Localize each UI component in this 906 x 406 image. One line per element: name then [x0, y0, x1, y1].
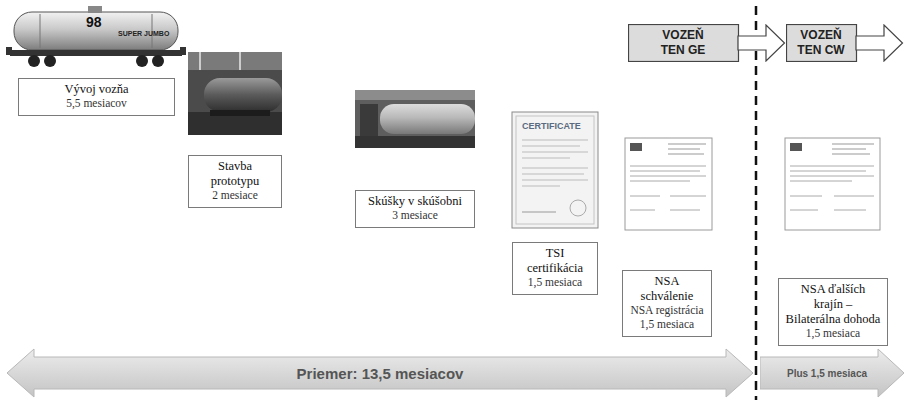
wagon-marking: SUPER JUMBO: [118, 30, 169, 37]
process-box: Stavba prototypu2 mesiace: [188, 155, 282, 208]
duration-arrow: Plus 1,5 mesiaca: [760, 348, 906, 398]
phase-arrow-shape: [628, 24, 786, 62]
step-duration: 1,5 mesiaca: [629, 318, 705, 332]
step-title: NSA ďalších krajín – Bilaterálna dohoda: [785, 282, 881, 327]
phase-box: [787, 25, 857, 62]
step-title: Stavba prototypu: [195, 159, 275, 189]
text-group: TSI certifikácia1,5 mesiaca: [519, 246, 591, 290]
arrow-head: [738, 25, 785, 61]
step-duration: 3 mesiace: [362, 209, 468, 223]
document-picture: [785, 138, 880, 230]
text-group: Stavba prototypu2 mesiace: [195, 159, 275, 203]
phase-arrow: VOZEŇ TEN CW: [786, 24, 904, 62]
phase-label: VOZEŇ TEN GE: [651, 28, 715, 58]
step-duration: 1,5 mesiaca: [785, 327, 881, 341]
phase-arrow: VOZEŇ TEN GE: [628, 24, 786, 62]
step-title: Vývoj vozňa: [25, 82, 168, 97]
step-title: Skúšky v skúšobni: [362, 194, 468, 209]
text-group: Plus 1,5 mesiaca: [760, 348, 894, 398]
text-group: NSA schválenieNSA registrácia1,5 mesiaca: [629, 274, 705, 332]
duration-arrow: Priemer: 13,5 mesiacov: [6, 348, 754, 398]
process-box: Skúšky v skúšobni3 mesiace: [355, 190, 475, 228]
step-duration: 1,5 mesiaca: [519, 276, 591, 290]
test-room-photo: [355, 90, 475, 148]
arrow-body: [7, 349, 753, 397]
step-title: NSA schválenie: [629, 274, 705, 304]
duration-label: Priemer: 13,5 mesiacov: [297, 365, 464, 382]
phase-label: VOZEŇ TEN CW: [789, 28, 853, 58]
text-group: Vývoj vozňa5,5 mesiacov: [25, 82, 168, 111]
wagon-marking: 98: [86, 14, 102, 30]
process-box: NSA schválenieNSA registrácia1,5 mesiaca: [622, 270, 712, 337]
step-duration: NSA registrácia: [629, 304, 705, 318]
text-group: VOZEŇ TEN CW: [789, 24, 853, 62]
workshop-photo: [188, 52, 282, 135]
divider-line: [755, 6, 758, 400]
certificate-picture: [512, 112, 598, 228]
step-duration: 5,5 mesiacov: [25, 97, 168, 111]
text-group: VOZEŇ TEN GE: [651, 24, 715, 62]
arrow-body: [760, 349, 904, 397]
text-group: Skúšky v skúšobni3 mesiace: [362, 194, 468, 223]
process-box: TSI certifikácia1,5 mesiaca: [512, 242, 598, 295]
phase-box: [629, 25, 739, 62]
text-group: NSA ďalších krajín – Bilaterálna dohoda1…: [785, 282, 881, 341]
text-group: Priemer: 13,5 mesiacov: [6, 348, 754, 398]
step-title: TSI certifikácia: [519, 246, 591, 276]
duration-label: Plus 1,5 mesiaca: [787, 368, 867, 379]
arrow-head: [856, 25, 903, 61]
step-duration: 2 mesiace: [195, 189, 275, 203]
certificate-heading: CERTIFICATE: [522, 121, 581, 131]
process-box: Vývoj vozňa5,5 mesiacov: [18, 78, 175, 116]
tank-wagon-picture: [6, 6, 186, 67]
document-picture: [625, 138, 712, 230]
process-box: NSA ďalších krajín – Bilaterálna dohoda1…: [778, 278, 888, 346]
